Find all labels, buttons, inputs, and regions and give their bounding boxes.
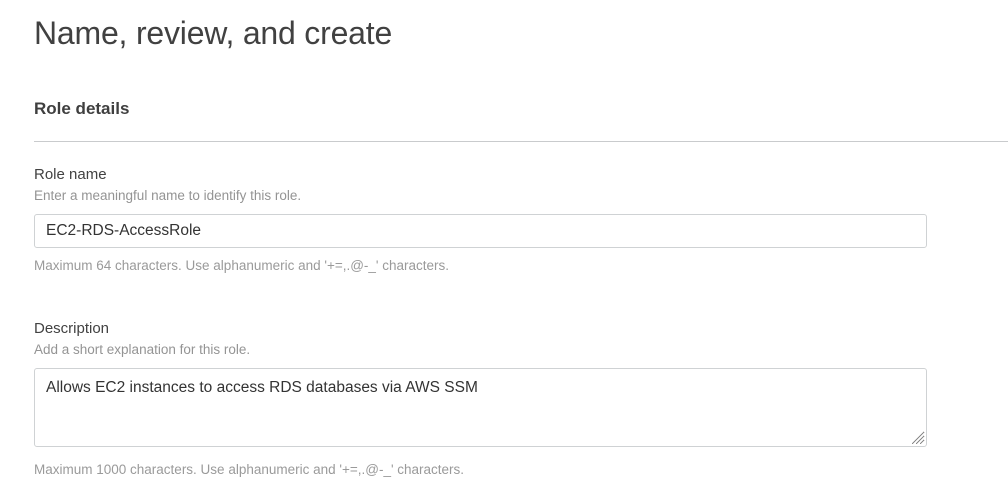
form-group-role-name: Role name Enter a meaningful name to ide… bbox=[34, 142, 1008, 275]
description-constraint: Maximum 1000 characters. Use alphanumeri… bbox=[34, 462, 465, 477]
description-hint: Add a short explanation for this role. bbox=[34, 342, 251, 357]
section-heading-role-details: Role details bbox=[34, 99, 130, 118]
role-name-constraint: Maximum 64 characters. Use alphanumeric … bbox=[34, 258, 450, 273]
description-textarea-wrapper: Allows EC2 instances to access RDS datab… bbox=[34, 368, 927, 447]
section-divider bbox=[34, 141, 1008, 142]
description-textarea[interactable]: Allows EC2 instances to access RDS datab… bbox=[34, 368, 927, 447]
description-label: Description bbox=[34, 320, 110, 337]
form-group-description: Description Add a short explanation for … bbox=[34, 275, 1008, 479]
role-name-hint: Enter a meaningful name to identify this… bbox=[34, 188, 302, 203]
resize-grip-icon[interactable] bbox=[911, 431, 925, 445]
role-name-input[interactable] bbox=[34, 214, 927, 248]
role-name-label: Role name bbox=[34, 166, 107, 183]
page-title: Name, review, and create bbox=[34, 15, 393, 51]
